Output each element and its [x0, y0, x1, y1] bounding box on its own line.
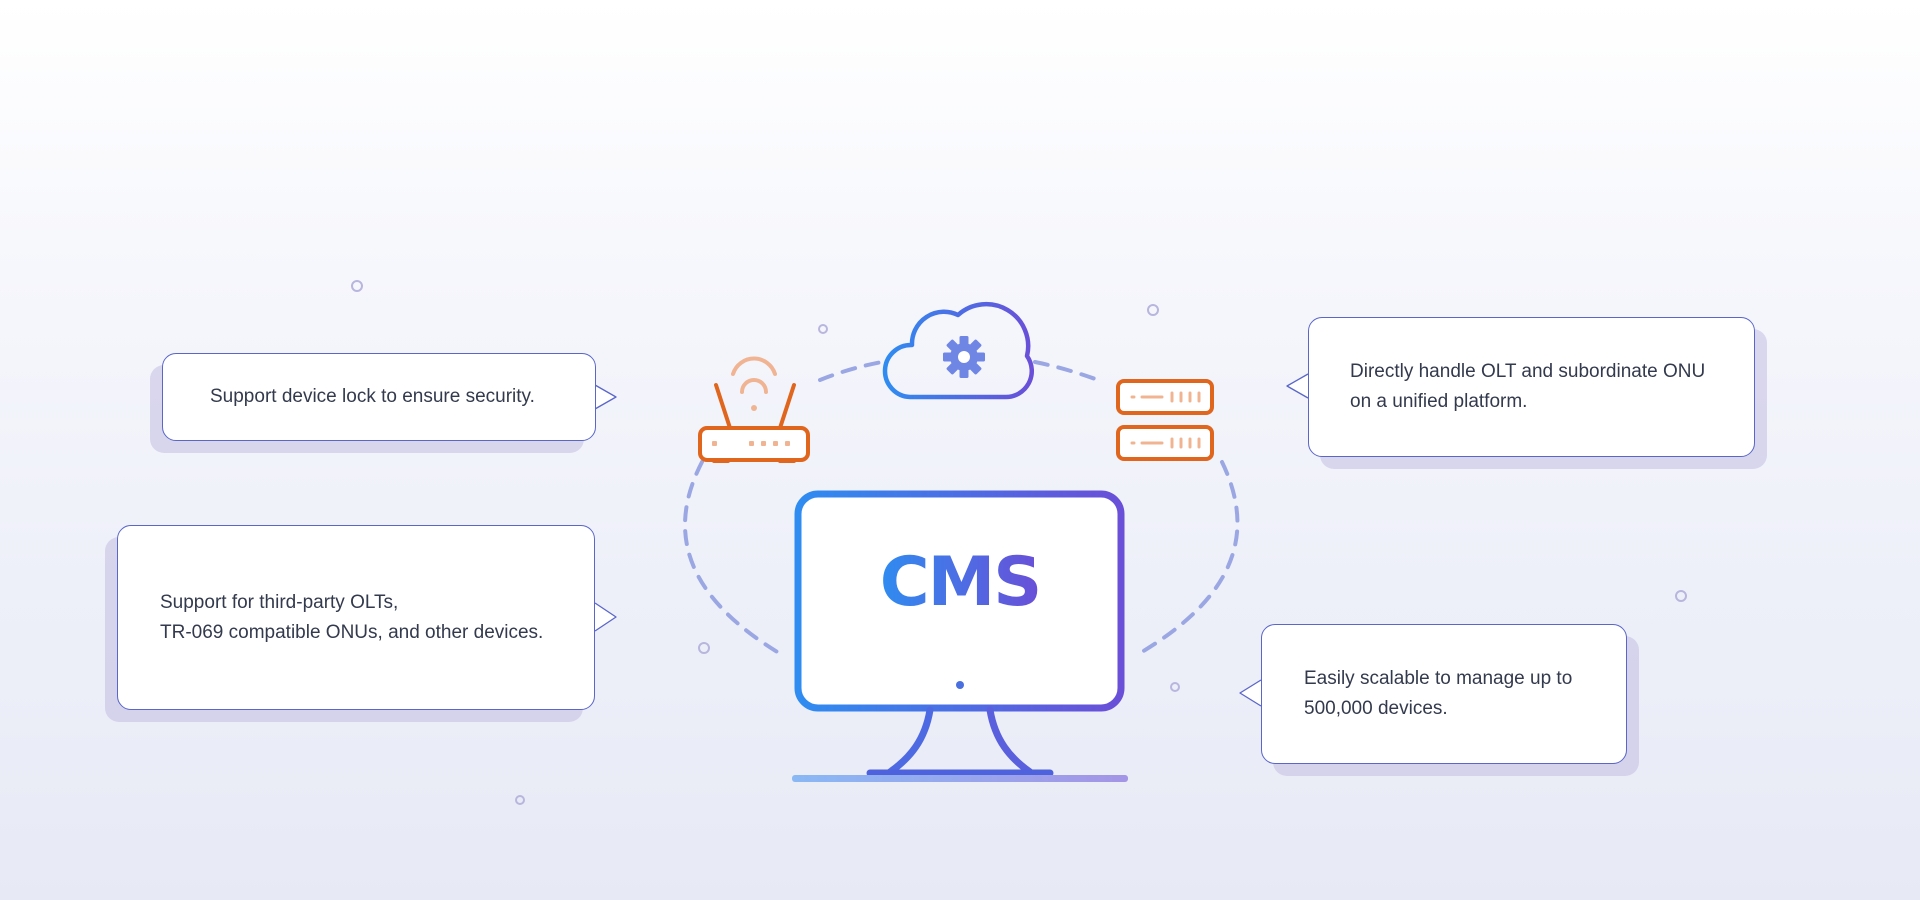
decorative-dots: [351, 280, 1687, 805]
router-icon: [698, 356, 810, 463]
monitor-icon: CMS: [792, 490, 1128, 782]
power-indicator: [956, 681, 964, 689]
callout-device-lock: Support device lock to ensure security.: [162, 353, 596, 441]
connection-arcs: [683, 360, 1240, 658]
callout-text: Directly handle OLT and subordinate ONU …: [1350, 361, 1706, 412]
server-stack-icon: [1116, 379, 1214, 461]
callout-text: Support device lock to ensure security.: [210, 386, 535, 407]
desk-line: [792, 775, 1128, 782]
monitor-label: CMS: [880, 543, 1041, 622]
cloud-gear-icon: [882, 301, 1035, 400]
callout-third-party: Support for third-party OLTs, TR-069 com…: [117, 525, 595, 710]
callout-unified-platform: Directly handle OLT and subordinate ONU …: [1308, 317, 1755, 457]
callout-text: Easily scalable to manage up to 500,000 …: [1304, 668, 1573, 719]
callout-scalable: Easily scalable to manage up to 500,000 …: [1261, 624, 1627, 764]
callout-tails: [594, 373, 1309, 707]
callout-text: Support for third-party OLTs, TR-069 com…: [160, 591, 544, 643]
gear-icon: [943, 336, 985, 378]
